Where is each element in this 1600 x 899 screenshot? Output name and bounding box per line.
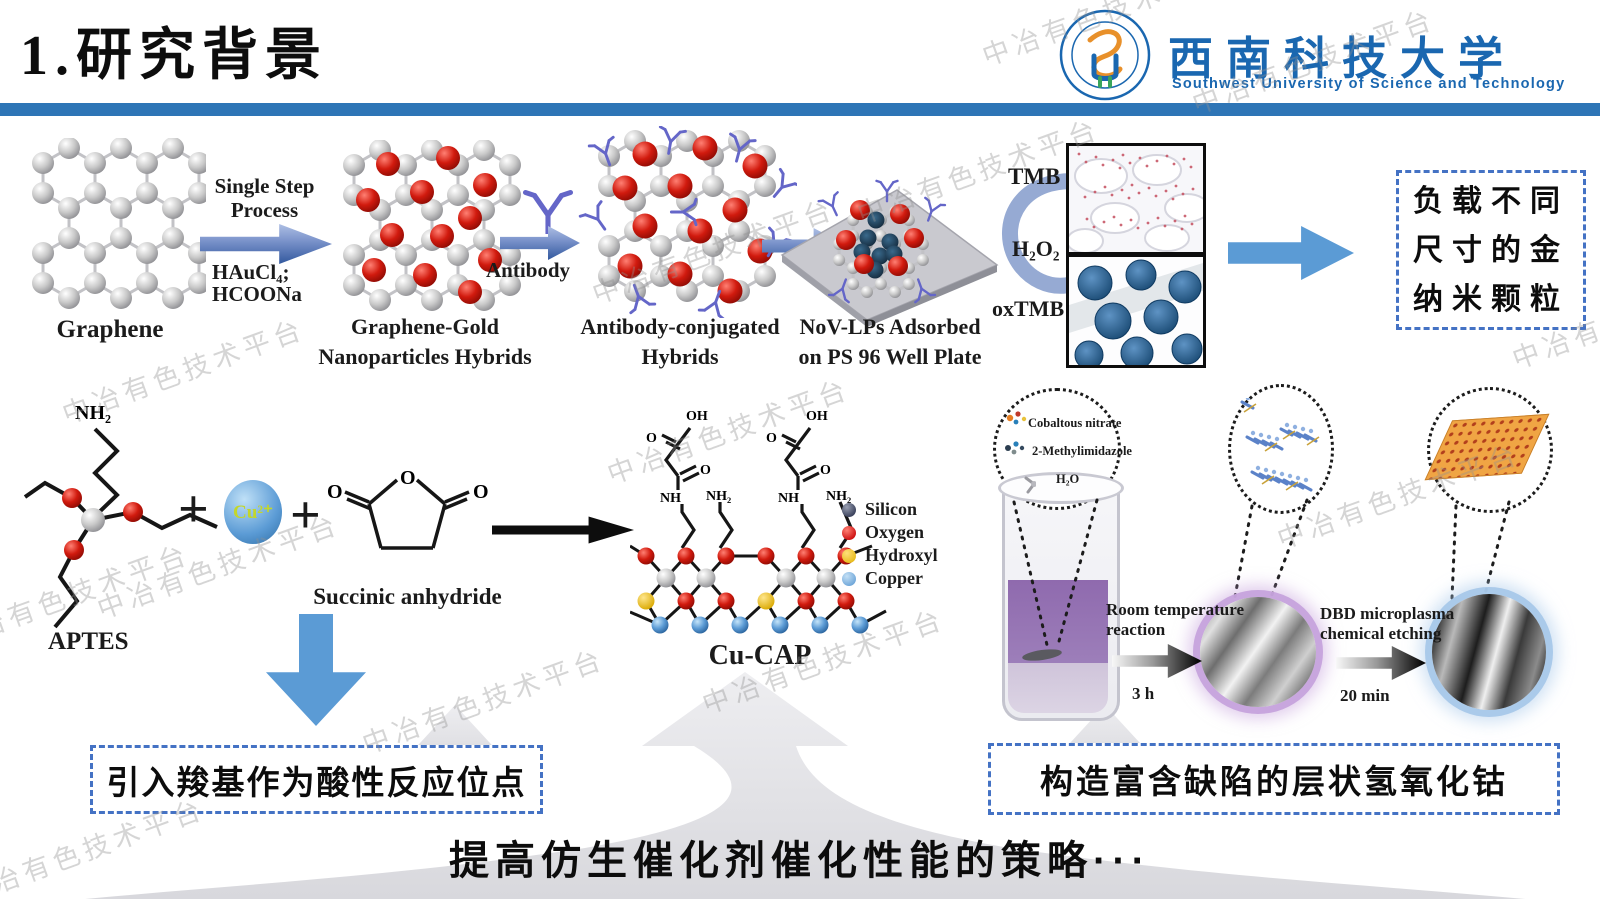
graphene-gold-illustration xyxy=(343,140,521,311)
result-box: 负载不同 尺寸的金 纳米颗粒 xyxy=(1396,170,1586,330)
conjugated-label: Antibody-conjugated xyxy=(580,314,780,339)
hybrid-label: Graphene-Gold xyxy=(351,314,499,339)
graphene-illustration xyxy=(32,138,206,309)
hydroxyl-swatch-icon xyxy=(842,548,856,563)
step1-text: Single Step xyxy=(214,174,315,198)
antibody-label: Antibody xyxy=(486,258,571,282)
sem-image-nanosheets xyxy=(1200,597,1316,707)
cucap-structure: OH O O NH NH₂ OH O O NH NH₂ xyxy=(630,409,887,634)
svg-text:NH₂: NH₂ xyxy=(706,489,731,504)
header-divider xyxy=(0,103,1600,116)
svg-text:NH₂: NH₂ xyxy=(826,489,851,504)
plate-label: NoV-LPs Adsorbed xyxy=(799,314,981,339)
h2o2-label: H₂O₂ xyxy=(1012,236,1060,261)
step1-label: Room temperature xyxy=(1106,600,1245,619)
svg-text:O: O xyxy=(400,467,416,489)
nh2-label: NH₂ xyxy=(75,402,111,424)
antibody-conjugated-illustration xyxy=(578,126,797,318)
svg-text:O: O xyxy=(327,481,343,503)
cucap-label: Cu-CAP xyxy=(708,640,812,671)
graphene-label: Graphene xyxy=(56,316,164,343)
university-name: 西南科技大学 xyxy=(1168,34,1517,84)
plus-sign: + xyxy=(178,479,209,539)
left-conclusion-box: 引入羧基作为酸性反应位点 xyxy=(90,745,543,814)
step1-time: 3 h xyxy=(1132,684,1155,703)
precursor-molecule-icons xyxy=(1005,411,1036,494)
svg-text:O: O xyxy=(700,463,711,478)
copper-ion-icon: Cu²⁺ xyxy=(224,480,282,544)
svg-text:OH: OH xyxy=(806,409,828,424)
page-title: 1.研究背景 xyxy=(20,25,328,87)
well-plate-illustration xyxy=(780,179,999,327)
legend-item: Copper xyxy=(842,567,938,590)
svg-text:OH: OH xyxy=(686,409,708,424)
svg-text:NH: NH xyxy=(660,491,681,506)
silicon-swatch-icon xyxy=(842,502,856,517)
oxtmb-label: oxTMB xyxy=(992,296,1065,321)
ingredient-label: 2-Methylimidazole xyxy=(1032,444,1132,458)
svg-text:O: O xyxy=(473,481,489,503)
clear-wells-photo xyxy=(1066,143,1206,255)
step1-reagent: HAuCl₄; xyxy=(212,260,290,284)
svg-text:NH: NH xyxy=(778,491,799,506)
legend-item: Silicon xyxy=(842,498,938,521)
legend-item: Hydroxyl xyxy=(842,544,938,567)
sem-image-etched xyxy=(1432,594,1546,710)
university-logo-icon xyxy=(1059,9,1151,101)
step2-label: DBD microplasma xyxy=(1320,604,1455,623)
university-name-en: Southwest University of Science and Tech… xyxy=(1172,76,1566,92)
svg-text:O: O xyxy=(766,431,777,446)
atom-legend: Silicon Oxygen Hydroxyl Copper xyxy=(842,498,938,590)
ingredient-label: Cobaltous nitrate xyxy=(1028,416,1122,430)
aptes-label: APTES xyxy=(48,628,129,655)
strategy-caption: 提高仿生催化剂催化性能的策略··· xyxy=(449,839,1151,883)
oxygen-swatch-icon xyxy=(842,525,856,540)
right-conclusion-box: 构造富含缺陷的层状氢氧化钴 xyxy=(988,743,1560,815)
step2-time: 20 min xyxy=(1340,686,1390,705)
copper-swatch-icon xyxy=(842,571,856,586)
blue-wells-photo xyxy=(1066,254,1206,368)
legend-item: Oxygen xyxy=(842,521,938,544)
ingredient-label: H₂O xyxy=(1056,472,1080,486)
svg-text:O: O xyxy=(820,463,831,478)
tmb-label: TMB xyxy=(1008,164,1061,189)
layered-crystal-sketch xyxy=(1240,398,1320,492)
succinic-anhydride-structure: O O O xyxy=(327,467,489,550)
antibody-icon xyxy=(522,189,574,234)
aptes-structure: NH₂ xyxy=(23,402,218,629)
succinic-label: Succinic anhydride xyxy=(313,584,502,609)
svg-text:O: O xyxy=(646,431,657,446)
